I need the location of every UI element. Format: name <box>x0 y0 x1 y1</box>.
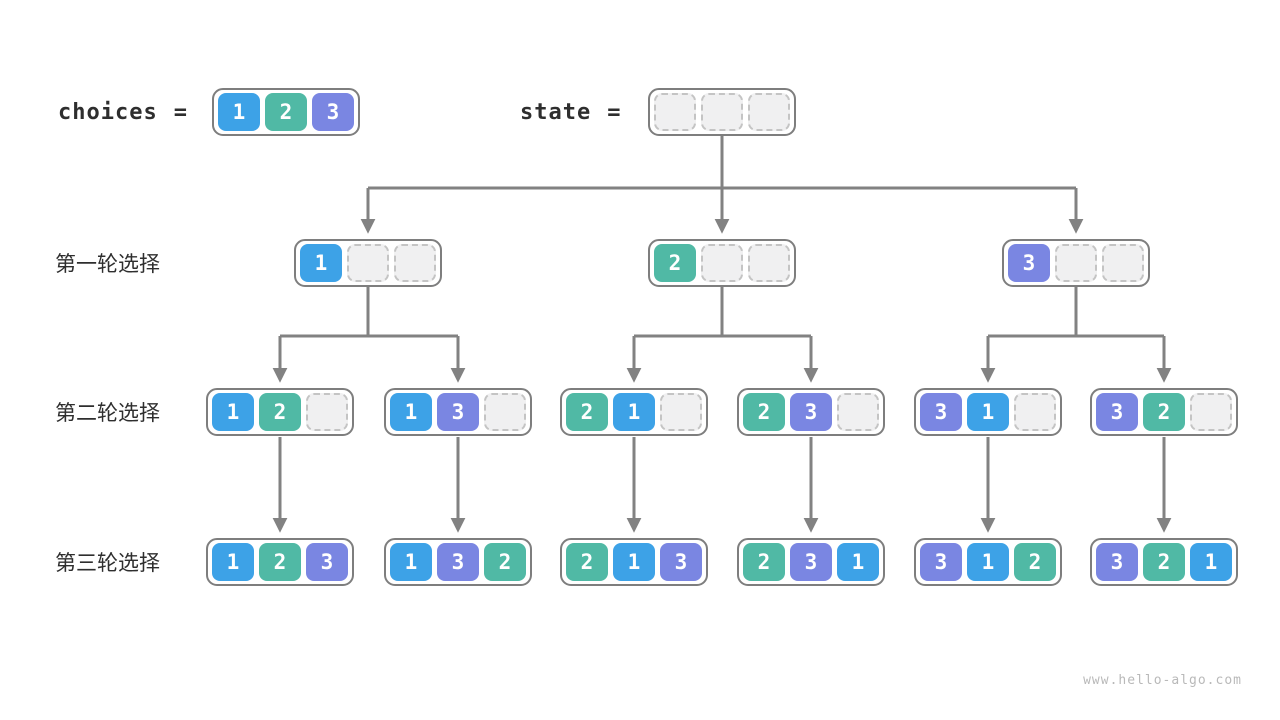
state-cell <box>1055 244 1097 282</box>
state-cell: 2 <box>259 543 301 581</box>
state-cell <box>1102 244 1144 282</box>
state-cell <box>701 93 743 131</box>
state-cell: 3 <box>1096 393 1138 431</box>
state-cell: 3 <box>920 393 962 431</box>
state-cell: 3 <box>306 543 348 581</box>
state-cell: 1 <box>1190 543 1232 581</box>
state-cell: 1 <box>390 543 432 581</box>
state-cell: 2 <box>743 393 785 431</box>
equals-sign: = <box>607 99 622 125</box>
state-box: 1 2 <box>206 388 354 436</box>
state-cell <box>701 244 743 282</box>
state-box: 1 3 2 <box>384 538 532 586</box>
arrow-bar-parent3 <box>988 287 1164 338</box>
state-cell: 2 <box>484 543 526 581</box>
state-cell: 2 <box>654 244 696 282</box>
state-label: state = <box>520 88 621 136</box>
choices-label: choices = <box>58 88 188 136</box>
round1-label: 第一轮选择 <box>55 253 160 276</box>
state-cell: 2 <box>1143 393 1185 431</box>
state-cell: 1 <box>390 393 432 431</box>
state-cell: 3 <box>920 543 962 581</box>
state-box-root <box>648 88 796 136</box>
state-box: 1 2 3 <box>206 538 354 586</box>
choice-cell: 3 <box>312 93 354 131</box>
state-cell: 1 <box>212 543 254 581</box>
state-cell: 1 <box>967 543 1009 581</box>
state-box: 1 3 <box>384 388 532 436</box>
state-cell: 3 <box>790 543 832 581</box>
state-cell: 1 <box>613 393 655 431</box>
state-cell <box>748 93 790 131</box>
equals-sign: = <box>173 99 188 125</box>
state-label-text: state <box>520 99 592 125</box>
state-cell: 1 <box>212 393 254 431</box>
choice-cell: 2 <box>265 93 307 131</box>
arrow-bar-parent1 <box>280 287 458 338</box>
state-cell <box>394 244 436 282</box>
state-cell <box>660 393 702 431</box>
round2-label: 第二轮选择 <box>55 402 160 425</box>
state-cell: 1 <box>300 244 342 282</box>
state-cell <box>837 393 879 431</box>
arrow-bar-parent2 <box>634 287 811 338</box>
state-cell <box>748 244 790 282</box>
state-box: 2 <box>648 239 796 287</box>
state-cell <box>484 393 526 431</box>
state-cell: 3 <box>1096 543 1138 581</box>
state-cell: 2 <box>1143 543 1185 581</box>
state-cell: 2 <box>743 543 785 581</box>
choices-box: 1 2 3 <box>212 88 360 136</box>
state-cell: 3 <box>437 393 479 431</box>
state-cell: 2 <box>259 393 301 431</box>
state-cell <box>306 393 348 431</box>
site-watermark: www.hello-algo.com <box>1083 673 1242 688</box>
state-cell: 1 <box>837 543 879 581</box>
choices-label-text: choices <box>58 99 158 125</box>
state-cell <box>347 244 389 282</box>
state-box: 2 3 1 <box>737 538 885 586</box>
state-cell <box>1190 393 1232 431</box>
state-cell: 2 <box>1014 543 1056 581</box>
state-cell <box>1014 393 1056 431</box>
state-cell: 3 <box>790 393 832 431</box>
state-cell: 3 <box>660 543 702 581</box>
state-cell: 2 <box>566 393 608 431</box>
state-cell: 3 <box>1008 244 1050 282</box>
state-box: 3 1 2 <box>914 538 1062 586</box>
state-cell: 1 <box>613 543 655 581</box>
choice-cell: 1 <box>218 93 260 131</box>
state-box: 3 <box>1002 239 1150 287</box>
state-box: 3 1 <box>914 388 1062 436</box>
state-box: 3 2 <box>1090 388 1238 436</box>
state-box: 2 1 3 <box>560 538 708 586</box>
state-box: 3 2 1 <box>1090 538 1238 586</box>
state-box: 1 <box>294 239 442 287</box>
state-cell: 2 <box>566 543 608 581</box>
state-cell: 3 <box>437 543 479 581</box>
round3-label: 第三轮选择 <box>55 552 160 575</box>
state-cell: 1 <box>967 393 1009 431</box>
state-cell <box>654 93 696 131</box>
state-box: 2 3 <box>737 388 885 436</box>
state-box: 2 1 <box>560 388 708 436</box>
